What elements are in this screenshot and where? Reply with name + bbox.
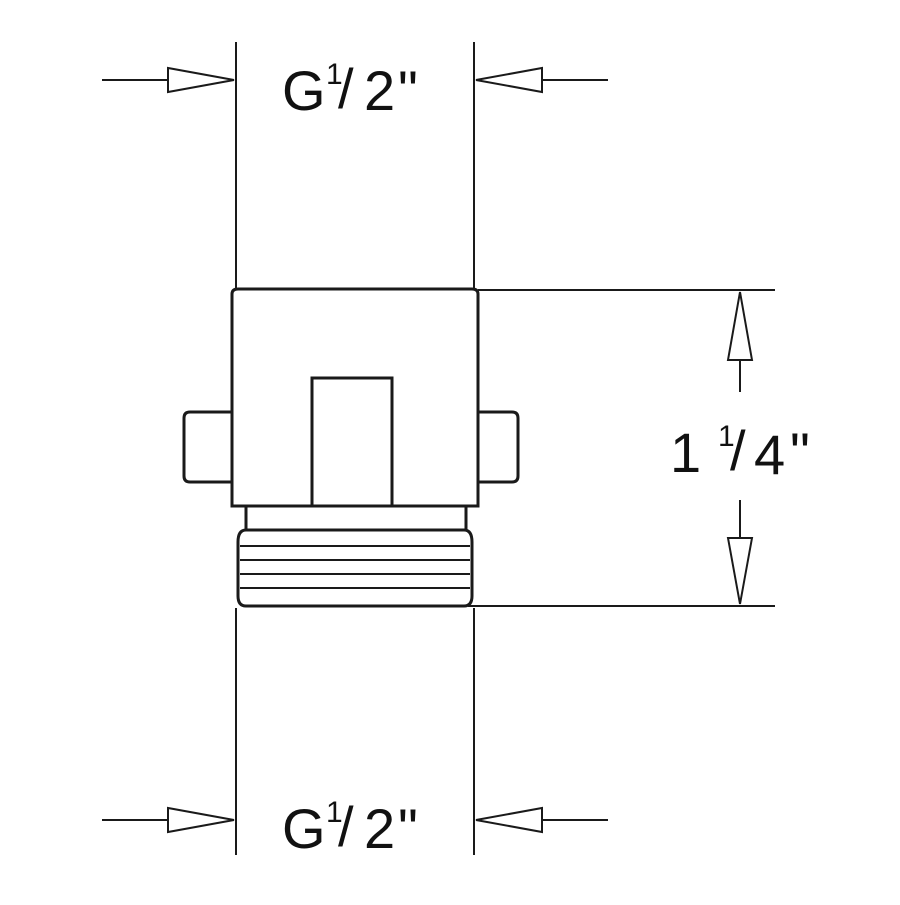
key-slot <box>310 376 394 508</box>
bottom-right-arrow-icon <box>475 806 543 834</box>
adapter-part <box>182 287 520 608</box>
bottom-width-inch-mark: " <box>398 797 418 860</box>
top-right-arrow-icon <box>475 66 543 94</box>
neck-collar <box>244 504 468 532</box>
bottom-width-denominator: 2 <box>364 797 395 860</box>
bottom-width-label: G 1 / 2 " <box>282 795 418 860</box>
top-width-label: G 1 / 2 " <box>282 57 418 122</box>
vertical-extension-lines <box>235 42 475 855</box>
top-width-letter: G <box>282 59 326 122</box>
height-slash: / <box>730 419 746 482</box>
top-width-dimension <box>102 66 608 94</box>
top-width-numerator: 1 <box>326 58 343 91</box>
threaded-section <box>236 528 474 608</box>
height-dimension <box>726 291 754 605</box>
bottom-width-letter: G <box>282 797 326 860</box>
bottom-width-numerator: 1 <box>326 796 343 829</box>
top-width-inch-mark: " <box>398 59 418 122</box>
bottom-width-slash: / <box>338 795 354 858</box>
top-left-arrow-icon <box>167 66 235 94</box>
bottom-left-arrow-icon <box>167 806 235 834</box>
horizontal-extension-lines <box>468 289 775 607</box>
height-up-arrow-icon <box>726 291 754 361</box>
bottom-width-dimension <box>102 806 608 834</box>
top-width-denominator: 2 <box>364 59 395 122</box>
height-down-arrow-icon <box>726 537 754 605</box>
height-denominator: 4 <box>754 423 785 486</box>
height-numerator: 1 <box>718 420 735 453</box>
height-inch-mark: " <box>790 421 810 484</box>
top-width-slash: / <box>338 57 354 120</box>
height-whole-number: 1 <box>670 421 701 484</box>
height-label: 1 1 / 4 " <box>670 419 810 486</box>
